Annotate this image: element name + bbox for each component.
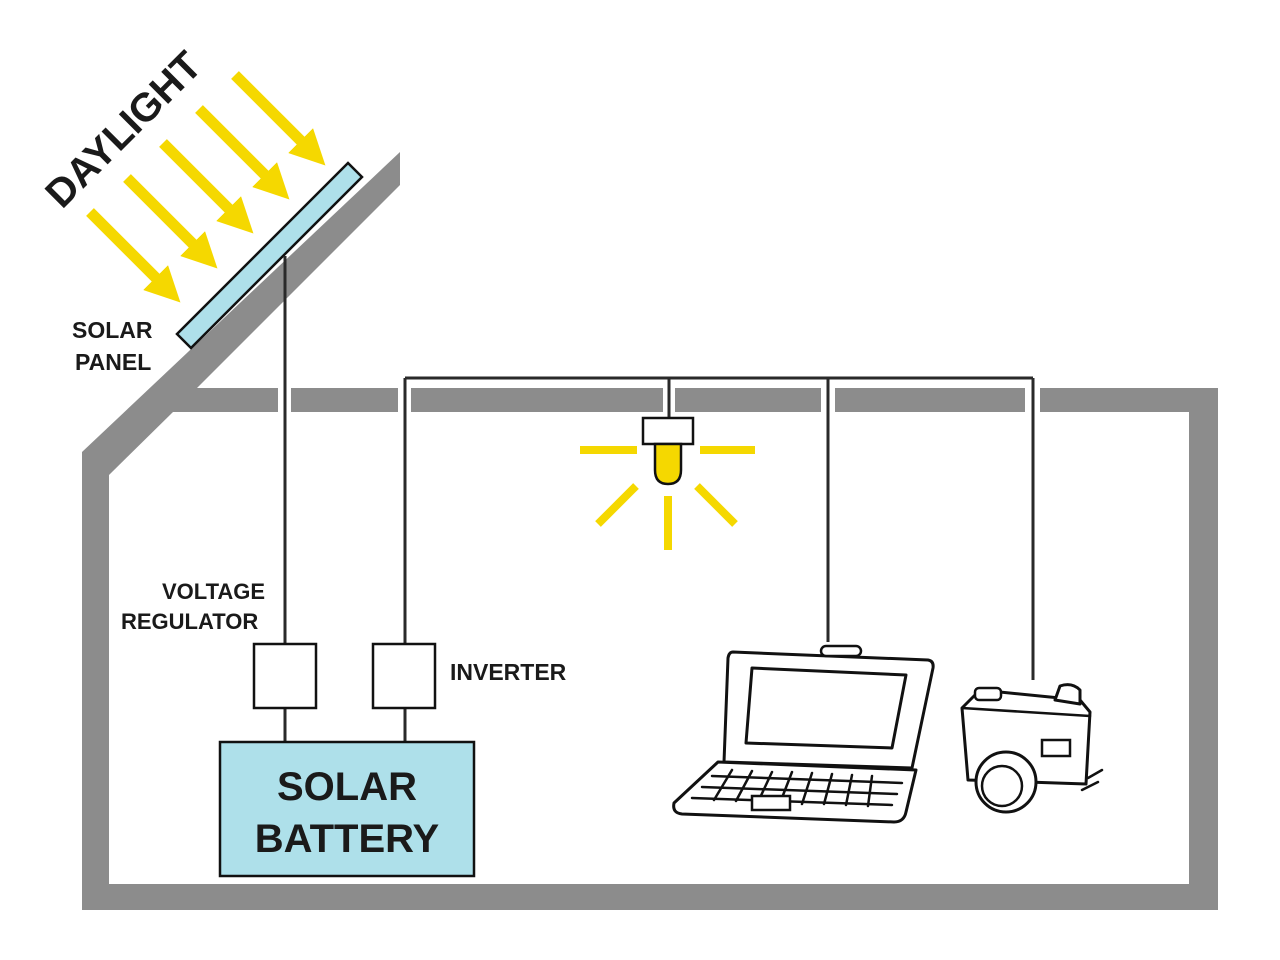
inverter-box [371,642,437,710]
light-bulb-icon [580,416,755,550]
ceiling-segment-2 [291,388,398,412]
sunray-arrow-icon [86,208,181,303]
camera-top-edge [960,706,1092,718]
sunray-arrow-icon [231,71,326,166]
solar-panel-label-line1: SOLAR [72,317,153,343]
voltage-regulator-label-line2: REGULATOR [121,609,258,634]
laptop-icon [672,644,935,824]
solar-panel-label-line2: PANEL [75,349,151,375]
sunray-arrow-icon [195,105,290,200]
camera-shadow-lines [1080,768,1104,792]
house-walls [82,152,1218,910]
ceiling-segment-3 [411,388,663,412]
battery-label-line2: BATTERY [255,817,440,861]
roof-wall [82,152,400,475]
voltage-regulator-label-line1: VOLTAGE [162,579,265,604]
daylight-label: DAYLIGHT [37,43,210,216]
camera-flash [1053,683,1082,706]
battery-label-line1: SOLAR [277,765,417,809]
sunray-arrow-icon [123,174,218,269]
voltage-regulator-box [252,642,318,710]
sunray-arrows [86,71,326,303]
laptop-screen [744,666,908,750]
left-wall [82,452,109,910]
lamp-socket [641,416,695,446]
laptop-trackpad [750,794,792,812]
camera-shutter-button [973,686,1003,702]
ceiling-segment-1 [148,388,278,412]
laptop-keyboard [690,768,904,808]
wiring [283,256,1035,742]
solar-panel [175,161,364,350]
camera-icon [960,683,1104,814]
solar-battery [218,740,476,878]
sunray-arrow-icon [159,139,254,234]
inverter-label: INVERTER [450,659,567,685]
camera-label-plate [1040,738,1072,758]
ceiling-segment-4 [675,388,821,412]
light-rays [580,446,755,550]
right-wall [1189,388,1218,910]
camera-lens-inner [980,764,1024,808]
ceiling-segment-5 [835,388,1025,412]
ceiling-segment-6 [1040,388,1218,412]
floor-wall [82,884,1218,910]
laptop-base [672,760,918,824]
laptop-webcam [819,644,863,658]
bulb [653,442,683,486]
